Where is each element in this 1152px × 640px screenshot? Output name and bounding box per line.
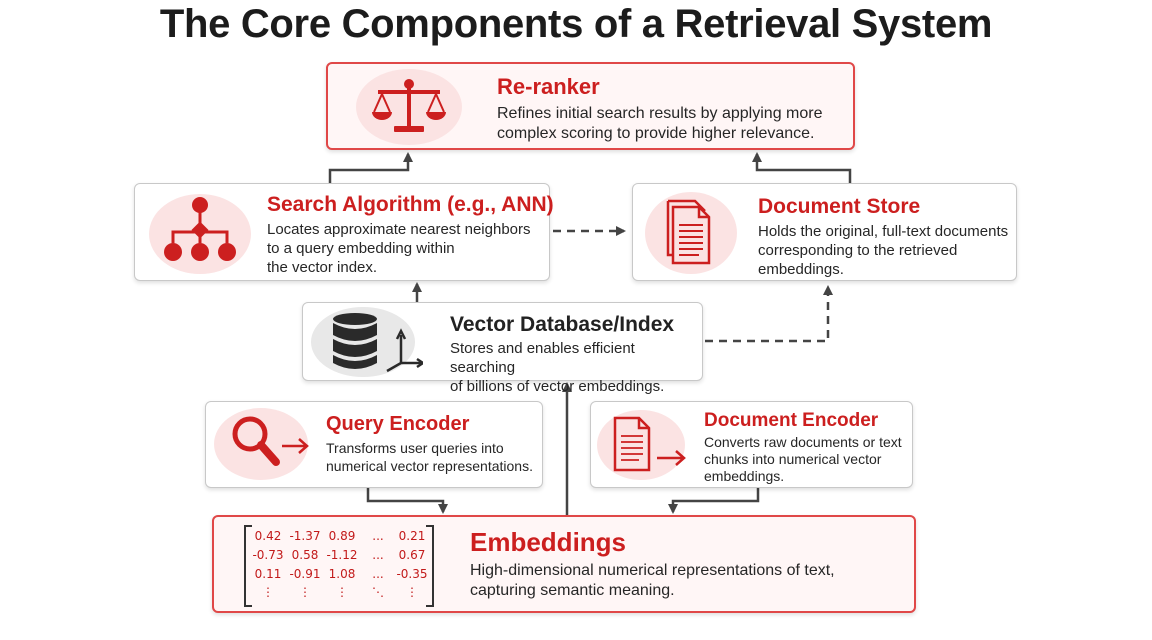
embeddings-box: 0.42 -1.37 0.89 ... 0.21 -0.73 0.58 -1.1… [212, 515, 916, 613]
matrix-cell: ⋮ [406, 585, 418, 599]
search-algorithm-description: Locates approximate nearest neighbors to… [267, 221, 531, 276]
document-store-title: Document Store [758, 195, 921, 218]
embedding-matrix: 0.42 -1.37 0.89 ... 0.21 -0.73 0.58 -1.1… [244, 525, 434, 607]
arrow-dencoder-to-embeddings [668, 488, 760, 514]
document-store-box: Document Store Holds the original, full-… [632, 183, 1017, 281]
query-encoder-description: Transforms user queries into numerical v… [326, 440, 533, 474]
matrix-cell: 0.11 [254, 567, 282, 581]
arrow-qencoder-to-embeddings [366, 488, 448, 514]
document-encoder-title: Document Encoder [704, 410, 879, 431]
matrix-cell: 0.42 [254, 529, 282, 543]
matrix-cell: ... [372, 567, 384, 581]
hierarchy-icon [164, 197, 236, 261]
search-algorithm-title: Search Algorithm (e.g., ANN) [267, 193, 554, 216]
query-encoder-box: Query Encoder Transforms user queries in… [205, 401, 543, 488]
page-title: The Core Components of a Retrieval Syste… [159, 2, 993, 46]
reranker-box: Re-ranker Refines initial search results… [326, 62, 855, 150]
matrix-cell: -1.12 [326, 548, 358, 562]
reranker-description: Refines initial search results by applyi… [497, 105, 823, 142]
query-encoder-title: Query Encoder [326, 413, 470, 435]
matrix-row: -0.73 0.58 -1.12 ... 0.67 [246, 548, 432, 566]
matrix-cell: -0.73 [252, 548, 284, 562]
embeddings-description: High-dimensional numerical representatio… [470, 562, 835, 599]
matrix-cell: 0.67 [398, 548, 426, 562]
document-encoder-description: Converts raw documents or text chunks in… [704, 434, 902, 484]
reranker-title: Re-ranker [497, 74, 600, 99]
embeddings-title: Embeddings [470, 527, 627, 557]
matrix-cell: ⋮ [262, 585, 274, 599]
arrow-vectordb-to-docstore [705, 285, 833, 343]
matrix-cell: 0.58 [291, 548, 319, 562]
matrix-row: ⋮ ⋮ ⋮ ⋱ ⋮ [246, 585, 432, 603]
matrix-row: 0.42 -1.37 0.89 ... 0.21 [246, 529, 432, 547]
document-store-description: Holds the original, full-text documents … [758, 223, 1009, 278]
matrix-row: 0.11 -0.91 1.08 ... -0.35 [246, 567, 432, 585]
matrix-cell: ... [372, 529, 384, 543]
balance-scale-icon [372, 79, 446, 132]
matrix-cell: ... [372, 548, 384, 562]
database-icon [333, 313, 423, 373]
document-icon [666, 199, 711, 265]
arrow-docstore-to-reranker [752, 152, 852, 183]
vector-database-description: Stores and enables efficient searching o… [450, 340, 665, 395]
matrix-cell: ⋱ [372, 585, 384, 599]
matrix-cell: 0.89 [328, 529, 356, 543]
matrix-cell: -1.37 [289, 529, 321, 543]
matrix-cell: -0.35 [396, 567, 428, 581]
matrix-cell: 0.21 [398, 529, 426, 543]
search-algorithm-box: Search Algorithm (e.g., ANN) Locates app… [134, 183, 554, 281]
docstore-icon-background [645, 192, 737, 274]
matrix-cell: -0.91 [289, 567, 321, 581]
arrow-search-to-reranker [328, 152, 413, 183]
matrix-cell: ⋮ [299, 585, 311, 599]
magnifier-arrow-icon [232, 416, 309, 466]
matrix-cell: 1.08 [328, 567, 356, 581]
vector-database-box: Vector Database/Index Stores and enables… [302, 302, 703, 395]
matrix-cell: ⋮ [336, 585, 348, 599]
document-encoder-box: Document Encoder Converts raw documents … [590, 401, 913, 488]
vector-database-title: Vector Database/Index [450, 313, 675, 336]
document-arrow-icon [613, 416, 686, 472]
